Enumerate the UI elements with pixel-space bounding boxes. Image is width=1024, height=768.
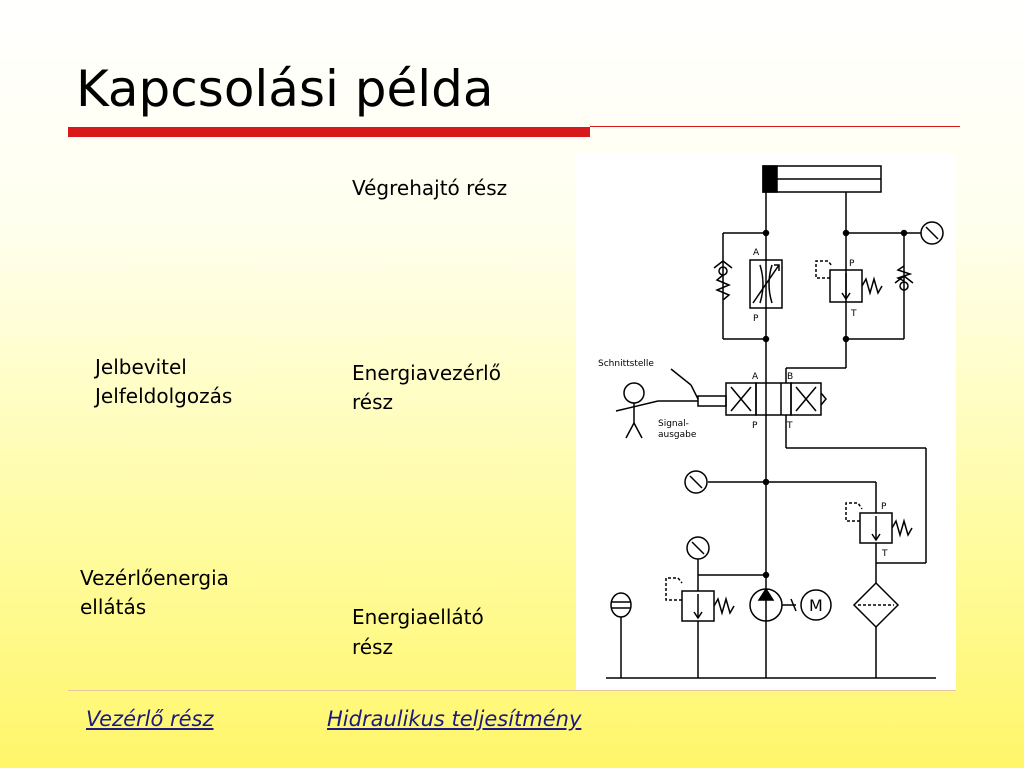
- port-label-p-top-right: P: [849, 259, 855, 269]
- pressure-gauge-lower: [686, 536, 710, 560]
- hydraulic-cylinder: [762, 165, 882, 193]
- label-jelbevitel-line1: Jelbevitel: [95, 355, 187, 379]
- label-energiavezerlo-line2: rész: [352, 390, 394, 414]
- label-jelbevitel-line2: Jelfeldolgozás: [95, 384, 233, 408]
- pressure-relief-valve-right: [845, 502, 913, 544]
- signal-label-line1: Signal-: [658, 419, 689, 429]
- throttle-valve: [749, 259, 783, 309]
- link-vezerlo-resz[interactable]: Vezérlő rész: [86, 707, 214, 731]
- label-vezerloenergia-line2: ellátás: [80, 595, 147, 619]
- pressure-relief-valve-supply: [665, 577, 735, 622]
- port-label-t-top-right: T: [850, 309, 857, 319]
- label-energiavezerlo-line1: Energiavezérlő: [352, 361, 501, 385]
- accumulator-icon: [610, 592, 632, 618]
- label-vezerloenergia-line1: Vezérlőenergia: [80, 566, 229, 590]
- motor-label: M: [809, 596, 823, 615]
- port-label-b-valve: B: [787, 372, 793, 382]
- port-label-p-right: P: [881, 502, 887, 512]
- port-label-p-valve: P: [752, 421, 758, 431]
- signal-label-line2: ausgabe: [658, 430, 697, 440]
- pressure-valve-top: [815, 260, 883, 303]
- port-label-a-valve: A: [752, 372, 759, 382]
- port-label-a-top: A: [753, 248, 760, 258]
- operator-person-icon: [615, 382, 659, 439]
- pressure-gauge-middle: [684, 470, 708, 494]
- title-underline-line: [590, 126, 960, 127]
- check-valve-left: [713, 260, 733, 301]
- label-vegrehajto-resz: Végrehajtó rész: [352, 176, 508, 200]
- footer-divider: [68, 690, 956, 691]
- port-label-t-valve: T: [786, 421, 793, 431]
- label-energiaellato-line2: rész: [352, 635, 394, 659]
- link-hidraulikus-teljesitmeny[interactable]: Hidraulikus teljesítmény: [327, 707, 582, 731]
- title-underline-bar: [68, 127, 590, 137]
- label-energiaellato-line1: Energiaellátó: [352, 605, 484, 629]
- solenoid-actuator: [697, 395, 727, 407]
- port-label-p-left: P: [753, 314, 759, 324]
- directional-control-valve: [725, 382, 827, 416]
- check-valve-right: [894, 265, 914, 291]
- pressure-gauge-top-right: [920, 221, 944, 245]
- filter-icon: [852, 581, 900, 629]
- port-label-t-right: T: [881, 549, 888, 559]
- page-title: Kapcsolási példa: [76, 60, 494, 118]
- schnittstelle-label: Schnittstelle: [598, 359, 654, 369]
- hydraulic-circuit-diagram: A P P T A B P T: [576, 153, 956, 690]
- electric-motor-icon: M: [800, 589, 832, 621]
